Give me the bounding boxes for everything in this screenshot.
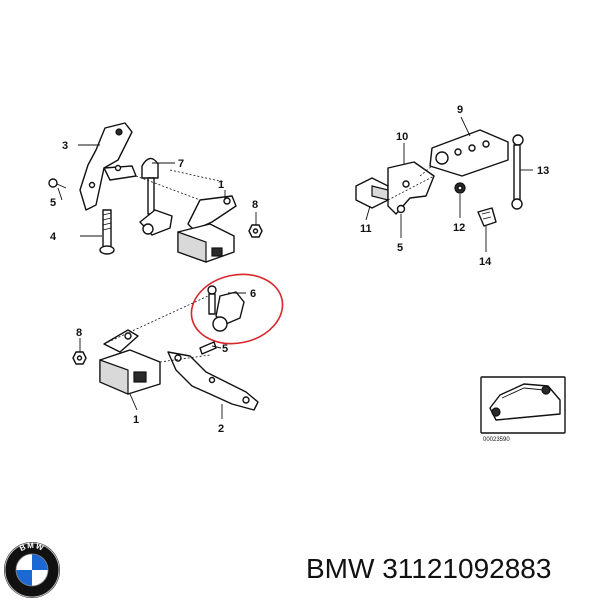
callout-5-right: 5 (397, 242, 403, 254)
screw-part-5-mid (199, 341, 217, 355)
link-part-7 (139, 157, 173, 236)
callout-13: 13 (537, 165, 549, 177)
screw-part-5-right (396, 204, 406, 214)
bolt-part-4 (99, 209, 115, 255)
nut-part-12 (454, 182, 466, 194)
callout-14: 14 (479, 256, 492, 268)
svg-text:BMW: BMW (18, 541, 46, 553)
highlight-circle (190, 273, 284, 345)
callout-12: 12 (453, 222, 465, 234)
callout-6: 6 (250, 288, 256, 300)
callout-8-top: 8 (252, 199, 258, 211)
callout-1-top: 1 (218, 179, 224, 191)
callout-9: 9 (457, 104, 463, 116)
nut-part-8-top (248, 224, 263, 238)
callout-7: 7 (178, 158, 184, 170)
bmw-logo-text: BMW (18, 541, 45, 553)
level-sensor-part-1-bottom (99, 329, 161, 395)
callout-1-bottom: 1 (133, 414, 139, 426)
clip-part-11 (355, 177, 389, 209)
callout-2: 2 (218, 423, 224, 435)
nut-part-8-mid (72, 351, 87, 365)
callout-11: 11 (360, 223, 372, 235)
inset-code: 00023590 (483, 437, 510, 443)
callout-10: 10 (396, 131, 408, 143)
inset-car-view: 00023590 (480, 376, 566, 443)
bmw-logo: BMW (4, 541, 60, 598)
clip-part-14 (477, 207, 497, 227)
callout-4: 4 (50, 231, 57, 243)
bracket-part-3 (79, 122, 137, 211)
callout-3: 3 (62, 140, 68, 152)
callout-5-top: 5 (50, 197, 56, 209)
ball-joint-part-6 (207, 285, 245, 332)
bracket-part-2 (167, 351, 259, 411)
level-sensor-part-1-top (177, 195, 237, 263)
arm-part-9 (429, 129, 509, 177)
link-part-13 (511, 134, 524, 210)
part-number-label: BMW 31121092883 (306, 553, 552, 584)
callout-5-mid: 5 (222, 343, 228, 355)
callout-8-mid: 8 (76, 327, 82, 339)
screw-part-5-top (48, 178, 67, 189)
